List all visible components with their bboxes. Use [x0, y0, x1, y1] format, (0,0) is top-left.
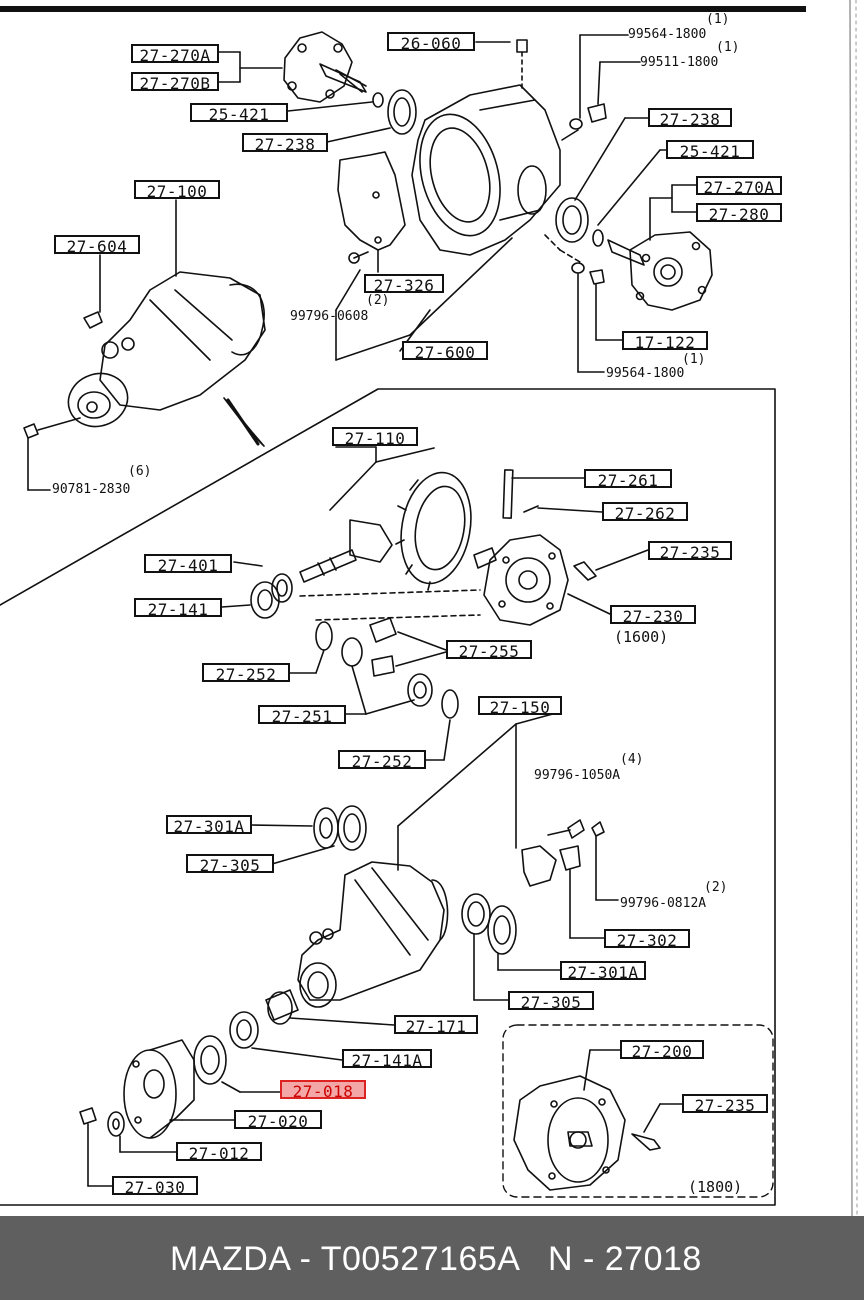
reference-number: N - 27018	[548, 1240, 702, 1278]
quantity: (1)	[682, 352, 706, 367]
callout-27-252[interactable]: 27-252	[202, 663, 290, 684]
callout-27-100[interactable]: 27-100	[134, 180, 220, 201]
bottom-carrier	[297, 861, 449, 1008]
callout-27-012[interactable]: 27-012	[176, 1142, 262, 1163]
quantity: (1)	[716, 40, 740, 55]
callout-27-326[interactable]: 27-326	[364, 274, 444, 295]
callout-27-141[interactable]: 27-141	[134, 598, 222, 619]
companion-flange-right	[607, 231, 713, 311]
quantity: (2)	[366, 293, 390, 308]
part-number: 99564-1800	[606, 366, 685, 381]
callout-27-604[interactable]: 27-604	[54, 235, 140, 256]
callout-27-401[interactable]: 27-401	[144, 554, 232, 575]
brand-part-number: MAZDA - T00527165A	[170, 1240, 521, 1278]
callout-27-255[interactable]: 27-255	[446, 640, 532, 661]
callout-25-421[interactable]: 25-421	[666, 140, 754, 161]
callout-27-600[interactable]: 27-600	[402, 341, 488, 362]
callout-27-235[interactable]: 27-235	[648, 541, 732, 562]
exploded-view-drawing	[0, 0, 858, 1216]
callout-27-020[interactable]: 27-020	[234, 1110, 322, 1131]
quantity: (4)	[620, 752, 644, 767]
callout-27-270A[interactable]: 27-270A	[131, 44, 219, 65]
callout-27-200[interactable]: 27-200	[620, 1040, 704, 1061]
part-number: 99796-0812A	[620, 896, 707, 911]
caption-bar: MAZDA - T00527165A N - 27018	[0, 1216, 864, 1300]
callout-27-171[interactable]: 27-171	[394, 1015, 478, 1036]
callout-27-301A[interactable]: 27-301A	[166, 815, 252, 836]
callout-27-302[interactable]: 27-302	[604, 929, 690, 950]
quantity: (2)	[704, 880, 728, 895]
callout-27-261[interactable]: 27-261	[584, 469, 672, 490]
callout-27-305[interactable]: 27-305	[508, 991, 594, 1012]
callout-27-305[interactable]: 27-305	[186, 854, 274, 875]
part-number: 99511-1800	[640, 55, 719, 70]
callout-27-150[interactable]: 27-150	[478, 696, 562, 717]
companion-flange-bottom	[123, 1039, 195, 1139]
callout-27-235[interactable]: 27-235	[682, 1094, 768, 1115]
callout-26-060[interactable]: 26-060	[387, 32, 475, 53]
callout-27-280[interactable]: 27-280	[696, 203, 782, 224]
callout-27-252[interactable]: 27-252	[338, 750, 426, 771]
part-number: 99796-1050A	[534, 768, 621, 783]
callout-27-238[interactable]: 27-238	[648, 108, 732, 129]
callout-27-230[interactable]: 27-230	[610, 605, 696, 626]
companion-flange-left	[283, 31, 367, 103]
callout-27-301A[interactable]: 27-301A	[560, 961, 646, 982]
callout-27-238[interactable]: 27-238	[242, 133, 328, 154]
callout-25-421[interactable]: 25-421	[190, 103, 288, 124]
part-number: 90781-2830	[52, 482, 131, 497]
carrier-housing	[411, 84, 561, 256]
callout-27-251[interactable]: 27-251	[258, 705, 346, 726]
parts-diagram: 27-270A 27-270B 25-421 27-238 26-060 27-…	[0, 0, 858, 1216]
callout-27-030[interactable]: 27-030	[112, 1176, 198, 1197]
quantity: (1)	[706, 12, 730, 27]
callout-27-018-highlighted[interactable]: 27-018	[280, 1080, 366, 1101]
callout-27-110[interactable]: 27-110	[332, 427, 418, 448]
diff-case-1800	[513, 1075, 626, 1191]
callout-27-141A[interactable]: 27-141A	[342, 1049, 432, 1070]
drive-pinion	[299, 519, 393, 583]
differential-assembly	[67, 271, 266, 428]
part-number: 99564-1800	[628, 27, 707, 42]
variant-note-1600: (1600)	[614, 628, 669, 646]
variant-note-1800: (1800)	[688, 1178, 743, 1196]
callout-27-270B[interactable]: 27-270B	[131, 72, 219, 93]
ring-gear	[395, 471, 472, 591]
part-number: 99796-0608	[290, 309, 369, 324]
callout-17-122[interactable]: 17-122	[622, 331, 708, 352]
differential-case	[473, 534, 569, 626]
callout-27-262[interactable]: 27-262	[602, 502, 688, 523]
callout-27-270A[interactable]: 27-270A	[696, 176, 782, 197]
quantity: (6)	[128, 464, 152, 479]
